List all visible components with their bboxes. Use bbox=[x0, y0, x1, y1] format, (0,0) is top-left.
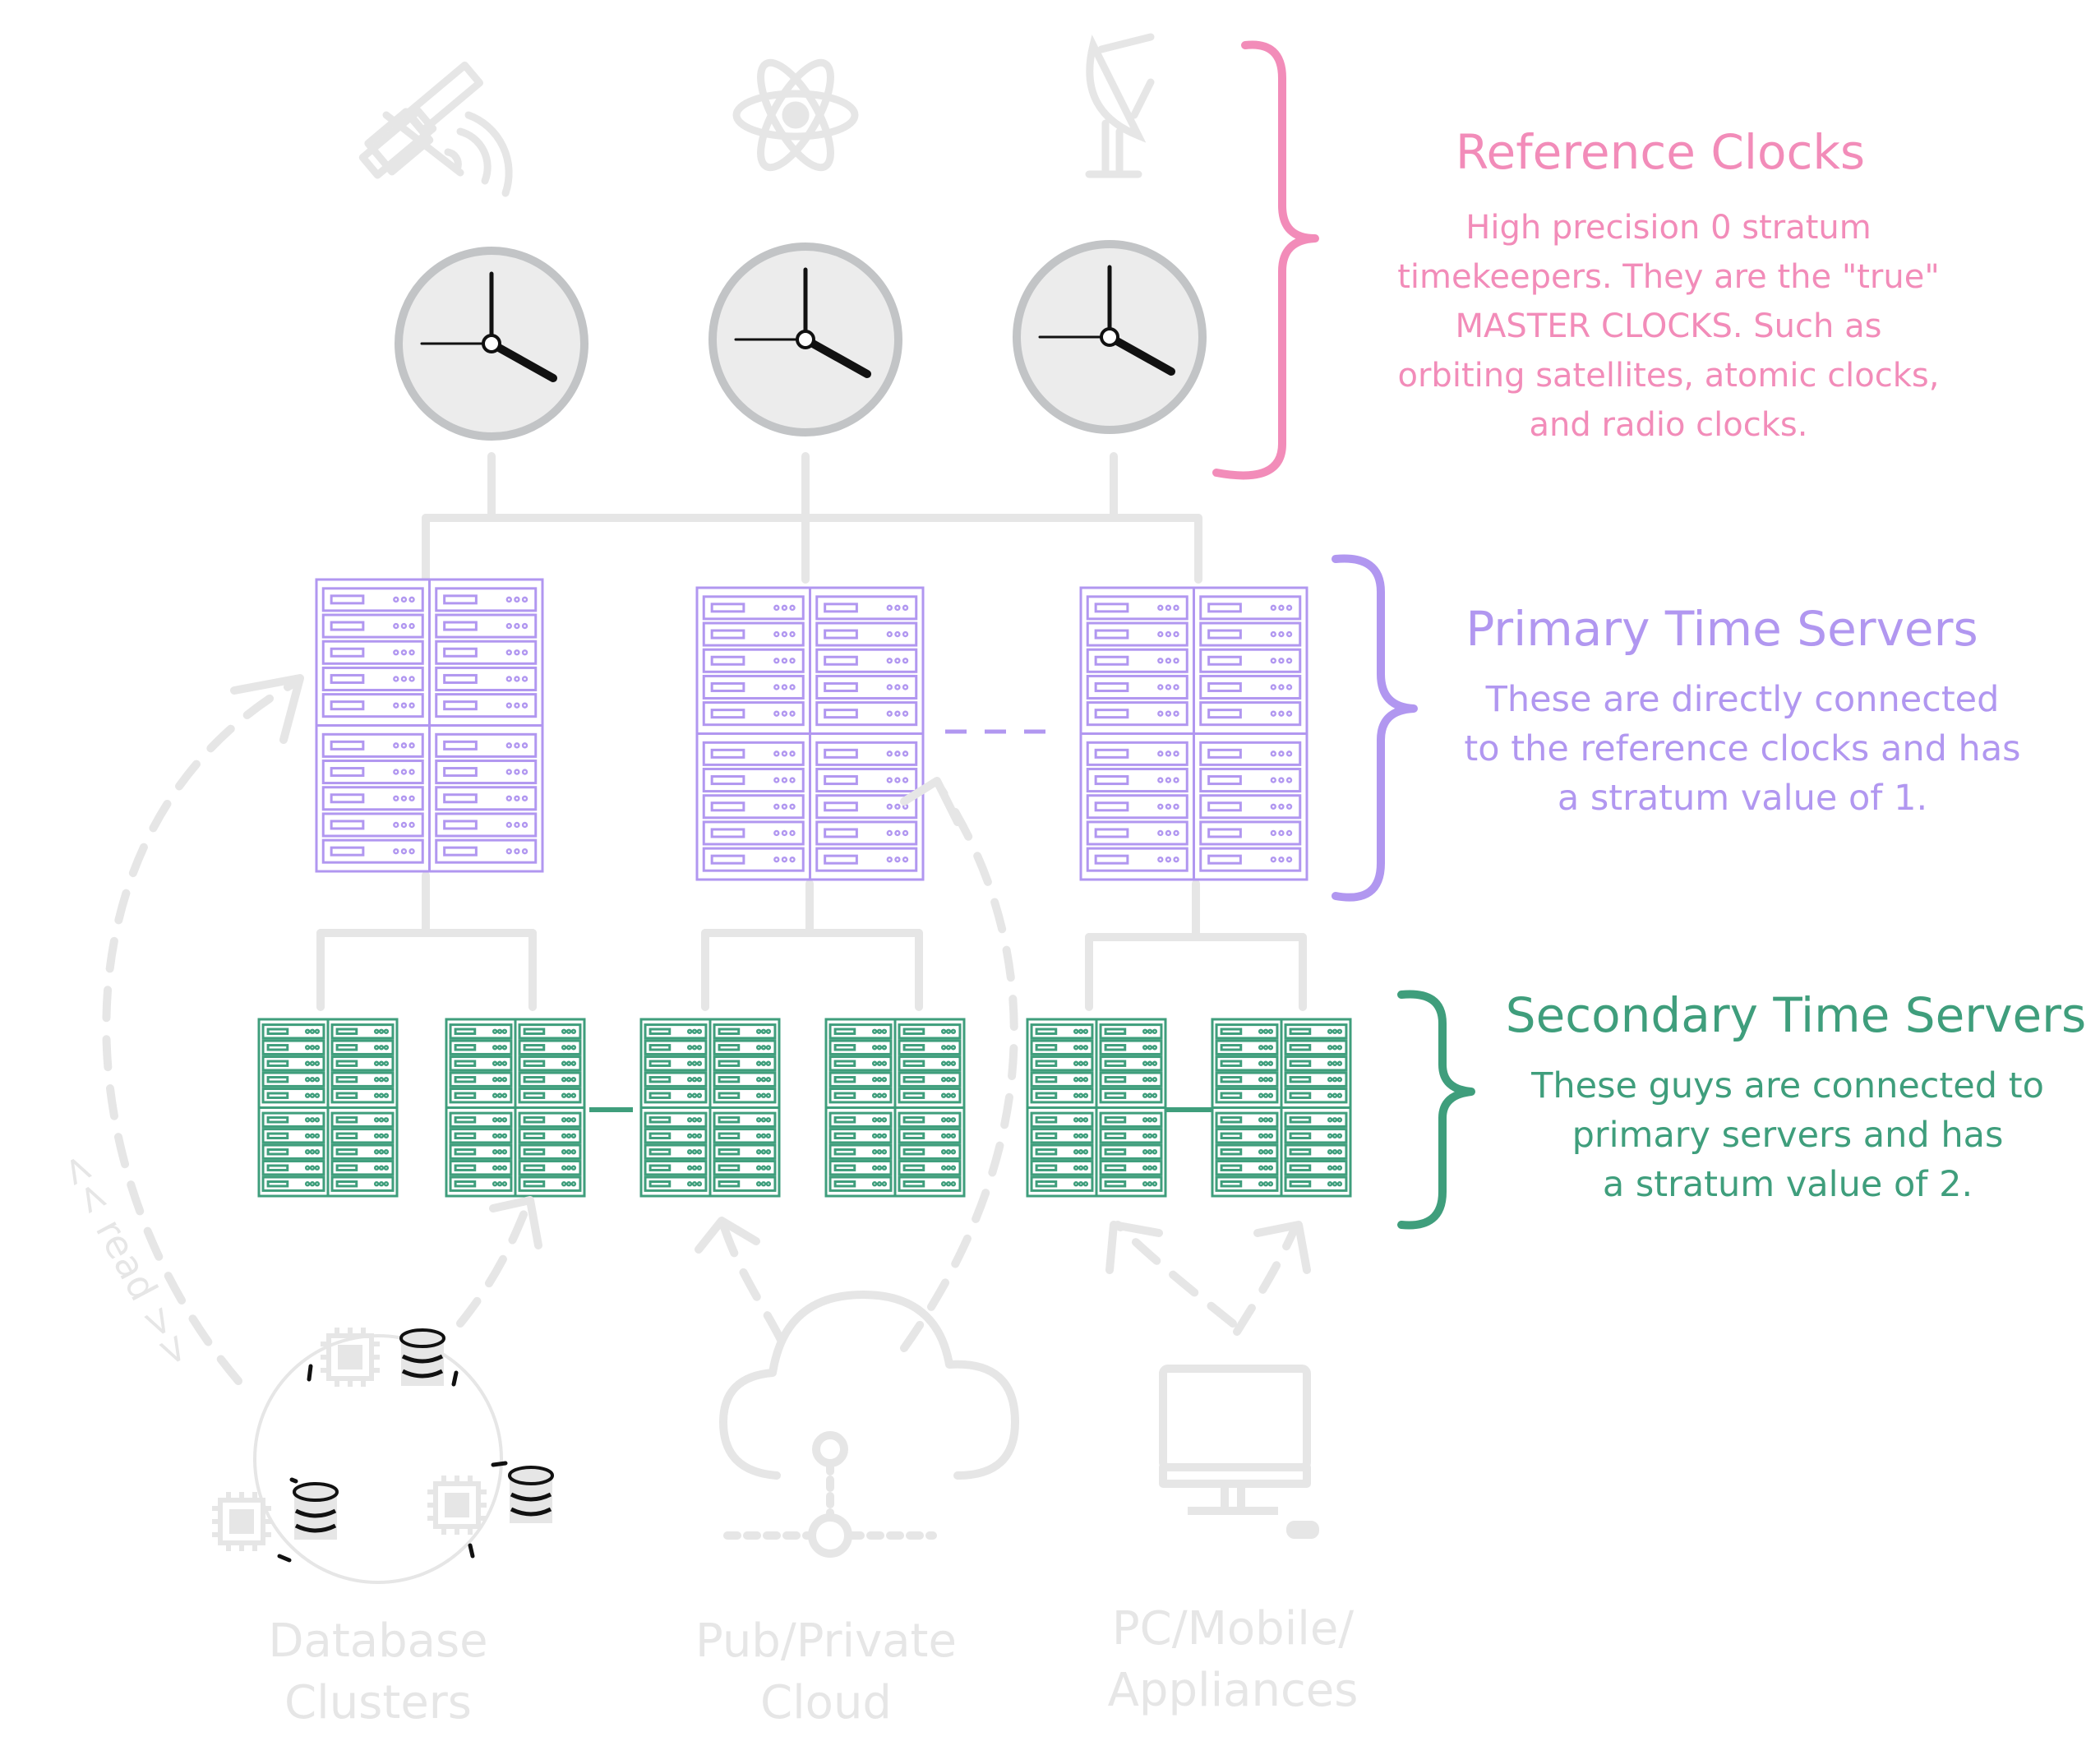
primary-servers-title: Primary Time Servers bbox=[1465, 601, 1978, 657]
server-block bbox=[1211, 1106, 1283, 1198]
server-rack-icon bbox=[1211, 1018, 1352, 1198]
secondary-desc-line3: a stratum value of 2. bbox=[1603, 1164, 1973, 1205]
server-rack-icon bbox=[695, 586, 925, 881]
server-block bbox=[639, 1018, 712, 1109]
reference-desc-line5: and radio clocks. bbox=[1530, 406, 1808, 444]
secondary-desc-line1: These guys are connected to bbox=[1530, 1065, 2044, 1106]
chip-icon bbox=[321, 1328, 380, 1387]
server-block bbox=[708, 1106, 781, 1198]
server-block bbox=[257, 1018, 330, 1109]
server-block bbox=[326, 1018, 399, 1109]
server-block bbox=[428, 724, 544, 873]
read-label-text: << read >> bbox=[52, 1145, 201, 1374]
database-icon bbox=[293, 1482, 339, 1540]
server-block bbox=[445, 1106, 517, 1198]
request-arrows bbox=[102, 678, 1299, 1385]
satellite-icon bbox=[358, 61, 513, 197]
server-block bbox=[315, 724, 431, 873]
server-block bbox=[1193, 586, 1308, 735]
server-rack-icon bbox=[1026, 1018, 1167, 1198]
server-block bbox=[824, 1018, 897, 1109]
connector-lines bbox=[316, 452, 1307, 1011]
cloud-label-line1: Pub/Private bbox=[695, 1614, 957, 1668]
server-block bbox=[695, 732, 811, 881]
server-block bbox=[809, 732, 925, 881]
server-block bbox=[1079, 732, 1195, 881]
server-rack-icon bbox=[257, 1018, 399, 1198]
server-block bbox=[514, 1106, 586, 1198]
server-block bbox=[1193, 732, 1308, 881]
radio-antenna-icon bbox=[1085, 33, 1155, 178]
chip-icon bbox=[212, 1492, 271, 1551]
read-label: << read >> bbox=[52, 1145, 201, 1374]
server-block bbox=[708, 1018, 781, 1109]
secondary-servers-brace bbox=[1397, 990, 1475, 1230]
reference-clocks bbox=[395, 240, 1207, 441]
database-label-line1: Database bbox=[268, 1614, 487, 1668]
atom-icon bbox=[732, 58, 859, 172]
primary-time-servers bbox=[315, 578, 1308, 881]
reference-clocks-title: Reference Clocks bbox=[1456, 124, 1865, 180]
clock-icon bbox=[1013, 240, 1207, 434]
reference-desc-line4: orbiting satellites, atomic clocks, bbox=[1398, 357, 1940, 395]
server-block bbox=[893, 1018, 966, 1109]
server-block bbox=[257, 1106, 330, 1198]
database-icon bbox=[508, 1466, 554, 1523]
server-block bbox=[695, 586, 811, 735]
primary-servers-brace bbox=[1332, 554, 1418, 902]
computer-icon bbox=[1159, 1365, 1319, 1539]
reference-desc-line3: MASTER CLOCKS. Such as bbox=[1456, 307, 1882, 345]
server-rack-icon bbox=[315, 578, 544, 873]
server-block bbox=[824, 1106, 897, 1198]
primary-desc-line3: a stratum value of 1. bbox=[1558, 778, 1927, 819]
reference-desc-line1: High precision 0 stratum bbox=[1465, 209, 1871, 247]
server-rack-icon bbox=[639, 1018, 781, 1198]
server-block bbox=[639, 1106, 712, 1198]
database-icon bbox=[399, 1328, 445, 1386]
server-rack-icon bbox=[1079, 586, 1308, 881]
server-block bbox=[1095, 1106, 1167, 1198]
server-block bbox=[315, 578, 431, 727]
server-block bbox=[514, 1018, 586, 1109]
server-block bbox=[1095, 1018, 1167, 1109]
primary-desc-line1: These are directly connected bbox=[1485, 679, 2000, 720]
secondary-desc-line2: primary servers and has bbox=[1572, 1115, 2004, 1156]
reference-desc-line2: timekeepers. They are the "true" bbox=[1397, 258, 1939, 296]
server-rack-icon bbox=[445, 1018, 586, 1198]
server-rack-icon bbox=[824, 1018, 966, 1198]
server-block bbox=[1211, 1018, 1283, 1109]
server-block bbox=[1026, 1106, 1098, 1198]
clock-icon bbox=[708, 242, 902, 436]
chip-icon bbox=[427, 1476, 487, 1535]
server-block bbox=[428, 578, 544, 727]
server-block bbox=[1079, 586, 1195, 735]
database-cluster-icon bbox=[212, 1328, 554, 1584]
secondary-servers-title: Secondary Time Servers bbox=[1506, 987, 2086, 1043]
devices-label-line1: PC/Mobile/ bbox=[1112, 1602, 1354, 1656]
server-block bbox=[326, 1106, 399, 1198]
arrow-heads bbox=[230, 674, 1311, 1274]
secondary-time-servers bbox=[257, 1018, 1352, 1198]
server-block bbox=[893, 1106, 966, 1198]
cloud-icon bbox=[719, 1291, 1019, 1558]
primary-desc-line2: to the reference clocks and has bbox=[1464, 728, 2020, 769]
reference-clocks-brace bbox=[1212, 40, 1319, 480]
database-label-line2: Clusters bbox=[284, 1676, 472, 1730]
server-block bbox=[1280, 1018, 1352, 1109]
cloud-label-line2: Cloud bbox=[760, 1676, 892, 1730]
server-block bbox=[445, 1018, 517, 1109]
server-block bbox=[1026, 1018, 1098, 1109]
server-block bbox=[1280, 1106, 1352, 1198]
server-block bbox=[809, 586, 925, 735]
devices-label-line2: Appliances bbox=[1108, 1664, 1359, 1717]
clock-icon bbox=[395, 247, 588, 441]
